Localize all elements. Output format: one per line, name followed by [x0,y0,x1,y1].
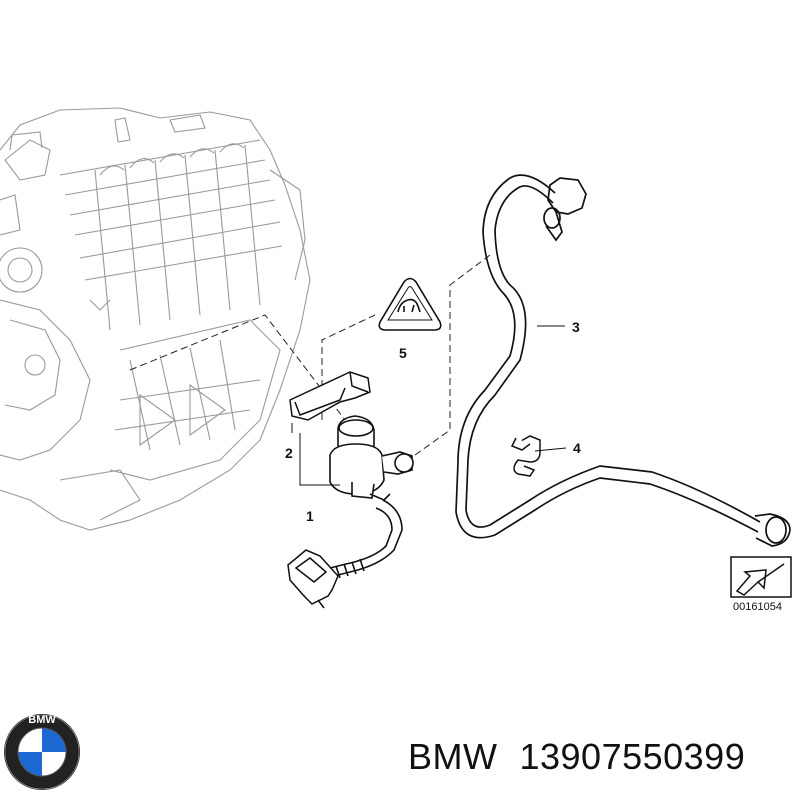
roundel-blue-quadrant [18,752,42,776]
roundel-blue-quadrant [42,728,66,752]
assembly-dashed-line [129,314,346,421]
part-number: 13907550399 [519,736,746,777]
warning-label-triangle [378,277,442,331]
drawing-code: 00161054 [733,601,782,613]
hose-clip [510,435,541,477]
valve-connector-hose [329,499,403,579]
hose-dashed-line [414,254,491,456]
callout-3: 3 [572,319,580,335]
part-caption: BMW 13907550399 [408,736,745,778]
quick-connector [287,549,339,609]
roundel-letters: BMW [28,714,56,726]
fuel-tank-vent-hose [455,174,791,547]
engine-intake-manifold [0,107,311,531]
holder-bracket [289,371,371,421]
bmw-logo: BMW [4,714,80,790]
solenoid-valve [329,415,414,501]
callout-4: 4 [573,440,581,456]
leader-lines [291,325,567,486]
drawing-code-box [730,556,792,598]
callout-1: 1 [306,508,314,524]
callout-2: 2 [285,445,293,461]
brand-name: BMW [408,736,498,777]
callout-5: 5 [399,345,407,361]
